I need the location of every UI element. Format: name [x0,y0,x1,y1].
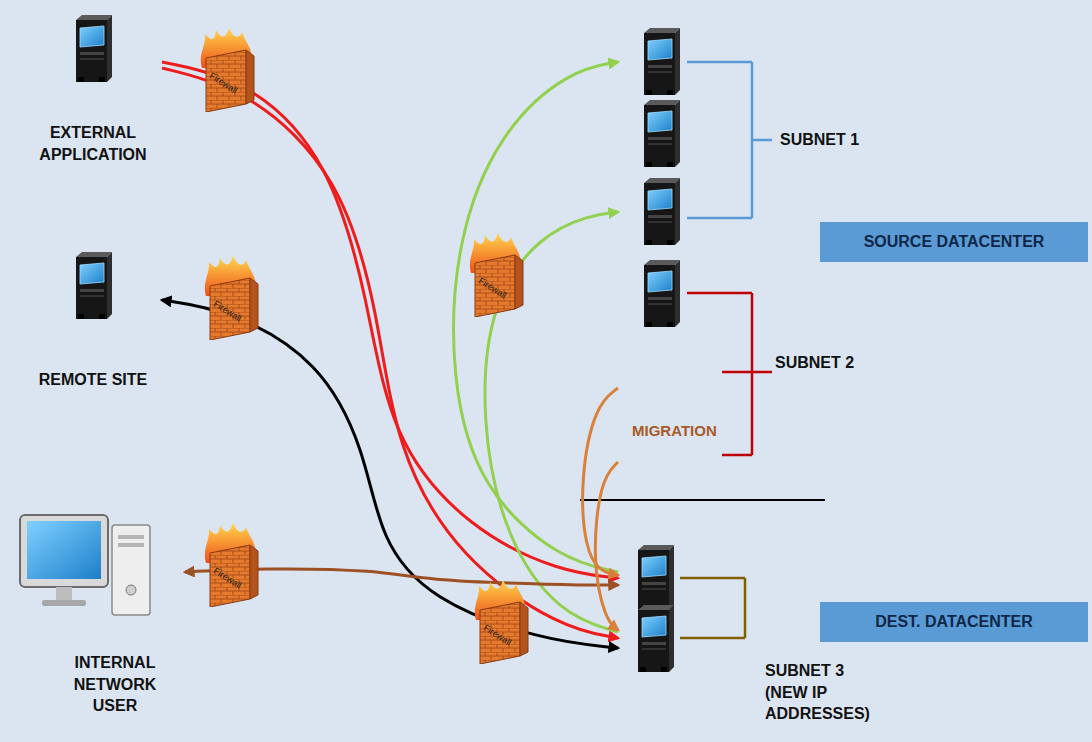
firewall-icon [470,233,523,317]
connector [162,68,618,638]
server-node: REMOTE SITE [28,250,162,400]
node-label: SUBNET 1 [780,129,876,151]
datacenter-label: DEST. DATACENTER [875,611,1033,633]
datacenter-label: SOURCE DATACENTER [864,231,1045,253]
server-icon [76,15,112,82]
node-label: REMOTE SITE [28,369,158,391]
datacenter-band: DEST. DATACENTER [820,602,1088,642]
node-label: SUBNET 2 [775,352,875,374]
server-icon [638,605,674,672]
workstation-node: INTERNAL NETWORK USER [15,505,185,720]
connector [595,462,618,630]
workstation-icon [20,515,150,615]
subnet-group: SUBNET 2 [618,268,880,480]
subnet-group: SUBNET 1 [618,25,880,220]
server-node: EXTERNAL APPLICATION [28,10,162,175]
firewall-icon [205,256,258,340]
server-icon [638,545,674,612]
connector [162,300,618,648]
firewall-icon [475,580,528,664]
node-label: SUBNET 3 (NEW IP ADDRESSES) [765,660,879,725]
server-icon [644,178,680,245]
server-icon [644,100,680,167]
server-icon [644,260,680,327]
node-label: EXTERNAL APPLICATION [28,122,158,165]
node-label: INTERNAL NETWORK USER [65,652,165,717]
subnet-group: SUBNET 3 (NEW IP ADDRESSES) [618,540,883,728]
firewall-icon [205,523,258,607]
firewall-icon [201,28,254,112]
datacenter-divider [580,499,825,501]
connector [454,62,618,572]
connector [162,62,618,578]
datacenter-band: SOURCE DATACENTER [820,222,1088,262]
subnet-bracket [680,62,772,638]
server-icon [644,28,680,95]
server-icon [76,252,112,319]
connector [583,388,618,575]
edge-label: MIGRATION [630,422,719,439]
